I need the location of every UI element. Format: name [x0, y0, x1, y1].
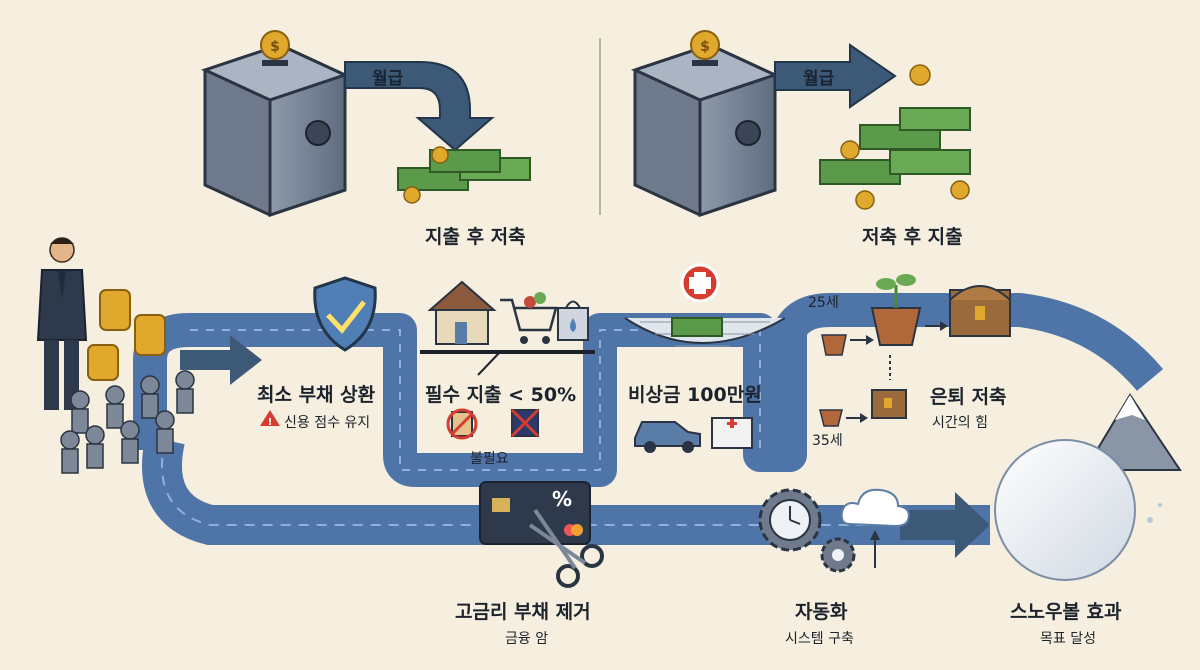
warning-icon [260, 410, 280, 426]
caption-save-then-spend: 저축 후 지출 [862, 226, 963, 248]
coin-icon [87, 289, 166, 381]
safety-net-icon [624, 317, 786, 347]
mountain-icon [1083, 393, 1182, 471]
cart-icon [500, 292, 558, 344]
svg-text:!: ! [268, 417, 273, 428]
cash-icon [397, 146, 531, 204]
salary-label-right: 월급 [803, 69, 835, 89]
step-debt-min-note: 신용 점수 유지 [284, 415, 371, 431]
car-icon [634, 421, 701, 453]
age-late-label: 35세 [812, 433, 843, 449]
scissors-icon [528, 508, 604, 588]
step-high-interest-title: 고금리 부채 제거 [455, 601, 591, 623]
arrow-down-icon [344, 61, 495, 152]
knight-army-icon [60, 370, 195, 474]
shield-check-icon [313, 276, 377, 352]
hospital-icon [711, 417, 753, 449]
treasure-chest-icon [871, 285, 1011, 419]
arrow-right-icon [900, 492, 990, 558]
step-essentials-note: 불필요 [470, 451, 509, 467]
age-early-label: 25세 [808, 295, 839, 311]
snowball-icon [994, 439, 1136, 581]
arrow-right-icon [774, 43, 897, 109]
step-debt-min-title: 최소 부채 상환 [257, 384, 376, 406]
step-automation-title: 자동화 [795, 601, 848, 623]
step-high-interest-note: 금융 암 [505, 631, 549, 647]
coin-icon: $ [260, 30, 290, 60]
safe-icon [200, 43, 350, 218]
step-retirement-title: 은퇴 저축 [930, 386, 1007, 408]
bag-icon [557, 300, 589, 341]
arrow-right-icon [180, 335, 262, 385]
house-icon [427, 280, 497, 345]
cash-icon [819, 64, 971, 210]
first-aid-icon [680, 263, 720, 303]
no-icon [510, 408, 540, 438]
safe-icon [630, 43, 780, 218]
businessman-icon [36, 237, 88, 410]
step-retirement-note: 시간의 힘 [932, 415, 988, 431]
caption-spend-then-save: 지출 후 저축 [425, 226, 526, 248]
card-percent-label: % [552, 487, 573, 511]
gear-clock-icon [758, 488, 856, 573]
coin-icon: $ [690, 30, 720, 60]
step-essentials-title: 필수 지출 < 50% [425, 384, 577, 406]
svg-text:$: $ [270, 39, 280, 55]
salary-label-left: 월급 [372, 69, 404, 89]
step-snowball-note: 목표 달성 [1040, 631, 1096, 647]
svg-text:$: $ [700, 39, 710, 55]
step-emergency-title: 비상금 100만원 [628, 384, 762, 406]
step-snowball-title: 스노우볼 효과 [1010, 601, 1122, 623]
step-automation-note: 시스템 구축 [785, 631, 854, 647]
coffee-icon [446, 408, 478, 440]
cloud-icon [840, 488, 910, 528]
plant-pot-icon [819, 274, 922, 427]
road-path [133, 293, 1164, 545]
